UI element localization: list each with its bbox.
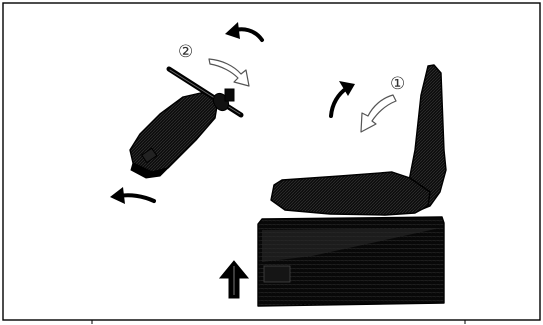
- step-1-label: ①: [390, 74, 405, 94]
- rotate-arrow-right: [331, 81, 355, 116]
- step-2-outline-arrow: [209, 59, 249, 86]
- rotate-arrow-bottom-left: [110, 187, 154, 204]
- rotate-arrow-top-left: [225, 22, 262, 40]
- seat-back-cushion: [130, 92, 218, 172]
- base-latch: [264, 266, 290, 282]
- seat-assembly: [258, 65, 446, 306]
- seat-cushion: [271, 172, 430, 215]
- pivot-bracket: [225, 89, 234, 101]
- lift-up-arrow: [220, 261, 248, 298]
- removed-seat-back: [130, 69, 241, 178]
- step-1-outline-arrow: [361, 95, 396, 132]
- step-2-label: ②: [178, 42, 193, 62]
